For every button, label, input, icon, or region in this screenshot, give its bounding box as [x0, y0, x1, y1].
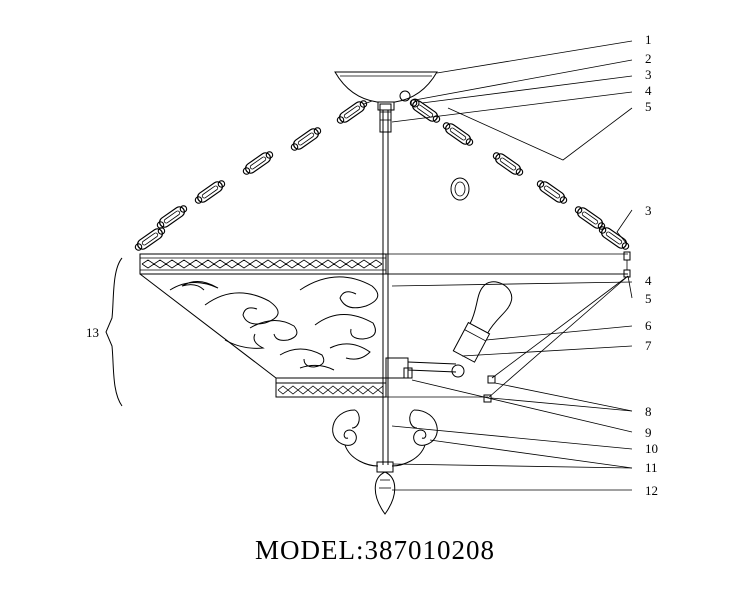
center-rod	[379, 103, 392, 465]
callout-1: 1	[645, 32, 652, 47]
callout-12: 12	[645, 483, 658, 498]
callout-6: 6	[645, 318, 652, 333]
top-band	[139, 253, 628, 275]
callout-2: 2	[645, 51, 652, 66]
canopy-hooks	[399, 90, 420, 108]
ceiling-canopy	[334, 71, 438, 111]
callout-11: 11	[645, 460, 658, 475]
callout-7: 7	[645, 338, 652, 353]
callout-5-top: 5	[645, 99, 652, 114]
callout-3-lower: 3	[645, 203, 652, 218]
lower-band	[275, 377, 488, 398]
callout-3-top: 3	[645, 67, 652, 82]
model-caption: MODEL:387010208	[255, 535, 495, 565]
callout-numbers: 1 2 3 4 5 3 4 5 6 7 8 9 10 11 12 13	[86, 32, 658, 498]
glass-bowl	[139, 273, 628, 379]
right-chain	[407, 96, 632, 253]
swirl-decoration	[169, 276, 379, 371]
chain-ring	[450, 177, 470, 201]
callout-10: 10	[645, 441, 658, 456]
left-chain	[132, 97, 373, 254]
callout-8: 8	[645, 404, 652, 419]
callout-4-lower: 4	[645, 273, 652, 288]
bulb	[452, 281, 513, 363]
callout-9: 9	[645, 425, 652, 440]
callout-4-top: 4	[645, 83, 652, 98]
bottom-ornament	[332, 409, 438, 515]
callout-5-lower: 5	[645, 291, 652, 306]
bracket-13	[105, 257, 123, 407]
leader-lines	[391, 40, 633, 491]
callout-13: 13	[86, 325, 99, 340]
lamp-arm	[385, 357, 465, 379]
connector-squares	[483, 251, 631, 403]
